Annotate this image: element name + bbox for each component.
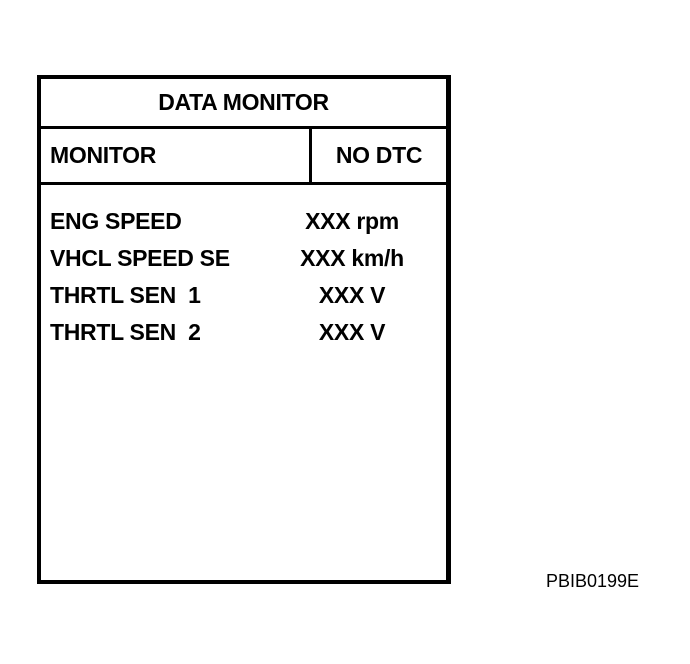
monitor-header-row: MONITOR NO DTC: [41, 129, 446, 185]
monitor-item-label: THRTL SEN 2: [50, 319, 201, 345]
monitor-item-value: XXX rpm: [305, 208, 399, 234]
monitor-item-label: VHCL SPEED SE: [50, 245, 230, 271]
data-monitor-screen: DATA MONITOR MONITOR NO DTC ENG SPEED XX…: [37, 75, 451, 584]
monitor-item-row[interactable]: VHCL SPEED SE XXX km/h: [41, 240, 446, 277]
monitor-item-row[interactable]: ENG SPEED XXX rpm: [41, 203, 446, 240]
figure-code: PBIB0199E: [546, 571, 640, 591]
monitor-item-row[interactable]: THRTL SEN 1 XXX V: [41, 277, 446, 314]
screen-title: DATA MONITOR: [41, 79, 446, 129]
monitor-header-label: MONITOR: [41, 129, 312, 182]
monitor-item-value: XXX V: [318, 319, 386, 345]
dtc-status: NO DTC: [335, 142, 423, 168]
monitor-item-row[interactable]: THRTL SEN 2 XXX V: [41, 314, 446, 351]
monitor-item-label: THRTL SEN 1: [50, 282, 201, 308]
monitor-item-list: ENG SPEED XXX rpm VHCL SPEED SE XXX km/h…: [41, 185, 446, 351]
monitor-item-value: XXX V: [318, 282, 386, 308]
monitor-item-value: XXX km/h: [300, 245, 404, 271]
monitor-item-label: ENG SPEED: [50, 208, 182, 234]
